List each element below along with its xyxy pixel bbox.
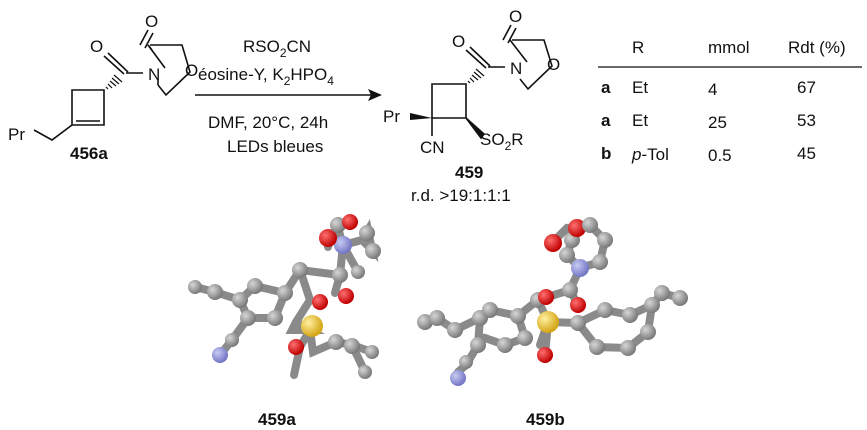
- row-yield: 67: [797, 78, 816, 97]
- row-entry: b: [601, 144, 611, 163]
- row-yield: 45: [797, 144, 816, 163]
- propyl-wedge-bond: [410, 113, 432, 120]
- nitrile-label: CN: [420, 138, 445, 157]
- starting-material-label: 456a: [70, 144, 108, 163]
- crystal-label-459a: 459a: [258, 410, 296, 429]
- solvent-temperature-line: DMF, 20°C, 24h: [208, 113, 328, 132]
- ring-oxygen-label: O: [185, 61, 198, 80]
- reagent-formula: RSO2CN: [243, 37, 311, 60]
- row-entry: a: [601, 78, 611, 97]
- catalyst-base-line: éosine-Y, K2HPO4: [198, 65, 334, 88]
- table-row: b p-Tol 0.5 45: [601, 144, 816, 165]
- product-carbonyl-oxygen-label: O: [452, 32, 465, 51]
- product-label: 459: [455, 163, 483, 182]
- starting-material-structure: [33, 29, 191, 141]
- row-mmol: 0.5: [708, 146, 732, 165]
- diastereomeric-ratio: r.d. >19:1:1:1: [411, 186, 511, 205]
- carbonyl-oxygen-label: O: [90, 37, 103, 56]
- crystal-structure-459b: [417, 217, 688, 386]
- table-row: a Et 4 67: [601, 78, 816, 99]
- row-entry: a: [601, 111, 611, 130]
- sulfonyl-label: SO2R: [480, 130, 524, 153]
- row-mmol: 25: [708, 113, 727, 132]
- reaction-arrow: [195, 89, 382, 101]
- table-header-r: R: [632, 38, 644, 57]
- row-mmol: 4: [708, 80, 717, 99]
- crystal-structure-459a: [188, 214, 381, 379]
- row-r-group: Et: [632, 78, 648, 97]
- product-propyl-label: Pr: [383, 107, 400, 126]
- table-header-yield: Rdt (%): [788, 38, 846, 57]
- product-ring-oxygen-label: O: [547, 55, 560, 74]
- crystal-label-459b: 459b: [526, 410, 565, 429]
- table-row: a Et 25 53: [601, 111, 816, 132]
- row-r-group: p-Tol: [631, 145, 669, 164]
- light-source-line: LEDs bleues: [227, 137, 323, 156]
- product-structure: [431, 24, 553, 140]
- row-r-group: Et: [632, 111, 648, 130]
- product-oxazolidinone-oxygen-label: O: [509, 7, 522, 26]
- yield-table: R mmol Rdt (%) a Et 4 67 a Et 25 53 b p-…: [598, 38, 862, 165]
- propyl-label: Pr: [8, 125, 25, 144]
- row-yield: 53: [797, 111, 816, 130]
- table-header-mmol: mmol: [708, 38, 750, 57]
- oxazolidinone-carbonyl-oxygen-label: O: [145, 12, 158, 31]
- product-nitrogen-label: N: [510, 59, 522, 78]
- nitrogen-label: N: [148, 65, 160, 84]
